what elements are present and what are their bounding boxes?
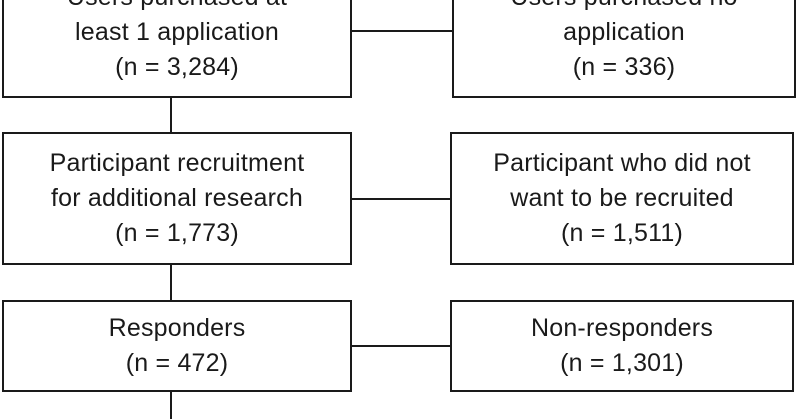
box-count: (n = 1,773) [115,219,239,247]
box-count: (n = 3,284) [115,52,239,81]
box-label-line: for additional research [51,184,303,212]
box-count: (n = 472) [125,349,229,377]
box-count: (n = 1,511) [561,219,683,247]
box-count: (n = 336) [572,52,676,81]
box-participant-not-recruited: Participant who did not want to be recru… [450,132,794,265]
box-users-purchased-no-application: Users purchased no application (n = 336) [452,0,796,98]
box-label-line: Users purchased no [510,0,737,15]
box-participant-recruitment: Participant recruitment for additional r… [2,132,352,265]
connector-line [170,98,172,132]
box-label-line: application [563,17,685,46]
box-label-line: Participant recruitment [49,149,305,177]
box-responders: Responders (n = 472) [2,300,352,392]
box-label-line: Users purchased at [67,0,287,15]
connector-line [170,392,172,419]
box-label-line: want to be recruited [510,184,734,212]
box-label-line: Responders [108,314,246,342]
connector-line [352,30,452,32]
box-label-line: least 1 application [75,17,279,46]
connector-line [170,265,172,300]
box-users-purchased-application: Users purchased at least 1 application (… [2,0,352,98]
box-label-line: Participant who did not [493,149,751,177]
box-non-responders: Non-responders (n = 1,301) [450,300,794,392]
box-count: (n = 1,301) [560,349,684,377]
box-label-line: Non-responders [530,314,714,342]
connector-line [352,198,450,200]
connector-line [352,345,450,347]
